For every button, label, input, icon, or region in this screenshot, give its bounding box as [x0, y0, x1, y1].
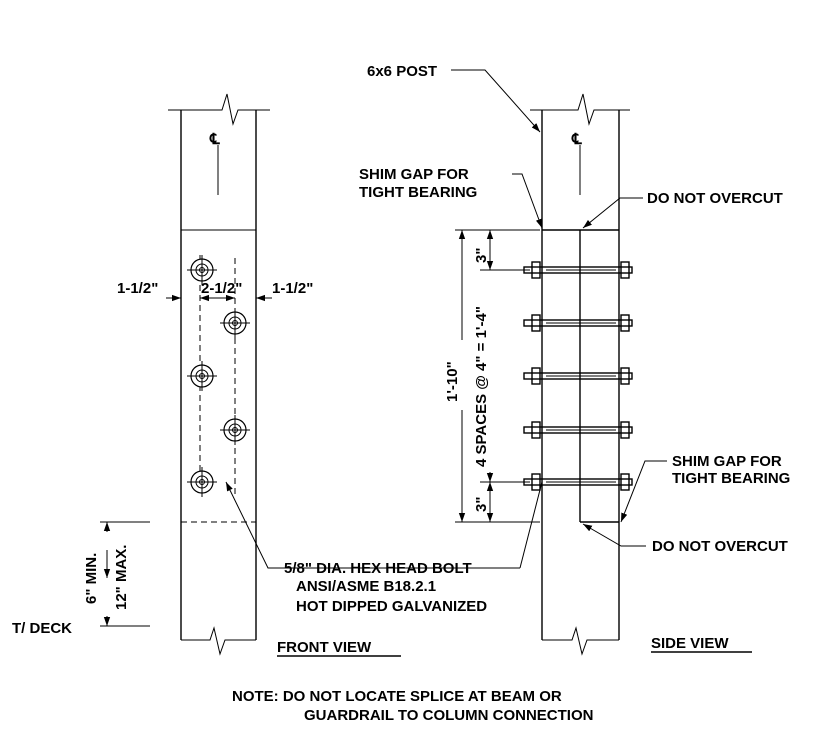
dim-middle: 2-1/2": [201, 280, 242, 297]
dim-edge-left: 1-1/2": [117, 280, 158, 297]
dim-overall: 1'-10": [444, 361, 461, 402]
side-view-title: SIDE VIEW: [651, 635, 729, 652]
bolt-side-1: [523, 261, 633, 279]
dim-edge-right: 1-1/2": [272, 280, 313, 297]
dim-min: 6" MIN.: [83, 553, 100, 604]
centerline-front-symbol: ℄: [209, 131, 220, 148]
side-view: ℄: [359, 63, 790, 656]
shim-gap-top-line-1: SHIM GAP FOR: [359, 166, 469, 183]
shim-gap-bottom-line-1: SHIM GAP FOR: [672, 453, 782, 470]
deck-label: T/ DECK: [12, 620, 72, 637]
centerline-side-symbol: ℄: [571, 131, 582, 148]
bolt-spec-line-2: ANSI/ASME B18.2.1: [296, 578, 436, 595]
do-not-overcut-bottom: DO NOT OVERCUT: [652, 538, 788, 555]
bolt-side-3: [523, 367, 633, 385]
dim-deck-range: [100, 521, 150, 627]
shim-gap-bottom-line-2: TIGHT BEARING: [672, 470, 790, 487]
break-line-bottom: [542, 626, 619, 656]
bolt-front-4: [220, 415, 250, 445]
dim-spaces: 4 SPACES @ 4" = 1'-4": [473, 306, 490, 467]
bolt-side-4: [523, 421, 633, 439]
dim-bottom-3: 3": [473, 497, 490, 512]
shim-gap-top-line-2: TIGHT BEARING: [359, 184, 477, 201]
bolt-front-2: [220, 308, 250, 338]
note-line-1: NOTE: DO NOT LOCATE SPLICE AT BEAM OR: [232, 688, 562, 705]
do-not-overcut-top: DO NOT OVERCUT: [647, 190, 783, 207]
front-view-title: FRONT VIEW: [277, 639, 372, 656]
note-line-2: GUARDRAIL TO COLUMN CONNECTION: [304, 707, 593, 724]
bolt-front-5: [187, 467, 217, 497]
dim-max: 12" MAX.: [113, 545, 130, 610]
note: NOTE: DO NOT LOCATE SPLICE AT BEAM OR GU…: [232, 688, 593, 724]
break-line-bottom: [181, 626, 256, 656]
bolt-front-3: [187, 361, 217, 391]
front-view: ℄: [12, 93, 520, 657]
dim-top-3: 3": [473, 248, 490, 263]
bolt-spec-line-3: HOT DIPPED GALVANIZED: [296, 598, 487, 615]
post-label: 6x6 POST: [367, 63, 437, 80]
break-line-top: [168, 93, 270, 126]
bolt-side-2: [523, 314, 633, 332]
dim-vertical-side: [455, 229, 540, 523]
bolt-spec-line-1: 5/8" DIA. HEX HEAD BOLT: [284, 560, 472, 577]
break-line-top: [530, 93, 630, 126]
bolt-front-1: [187, 255, 217, 285]
